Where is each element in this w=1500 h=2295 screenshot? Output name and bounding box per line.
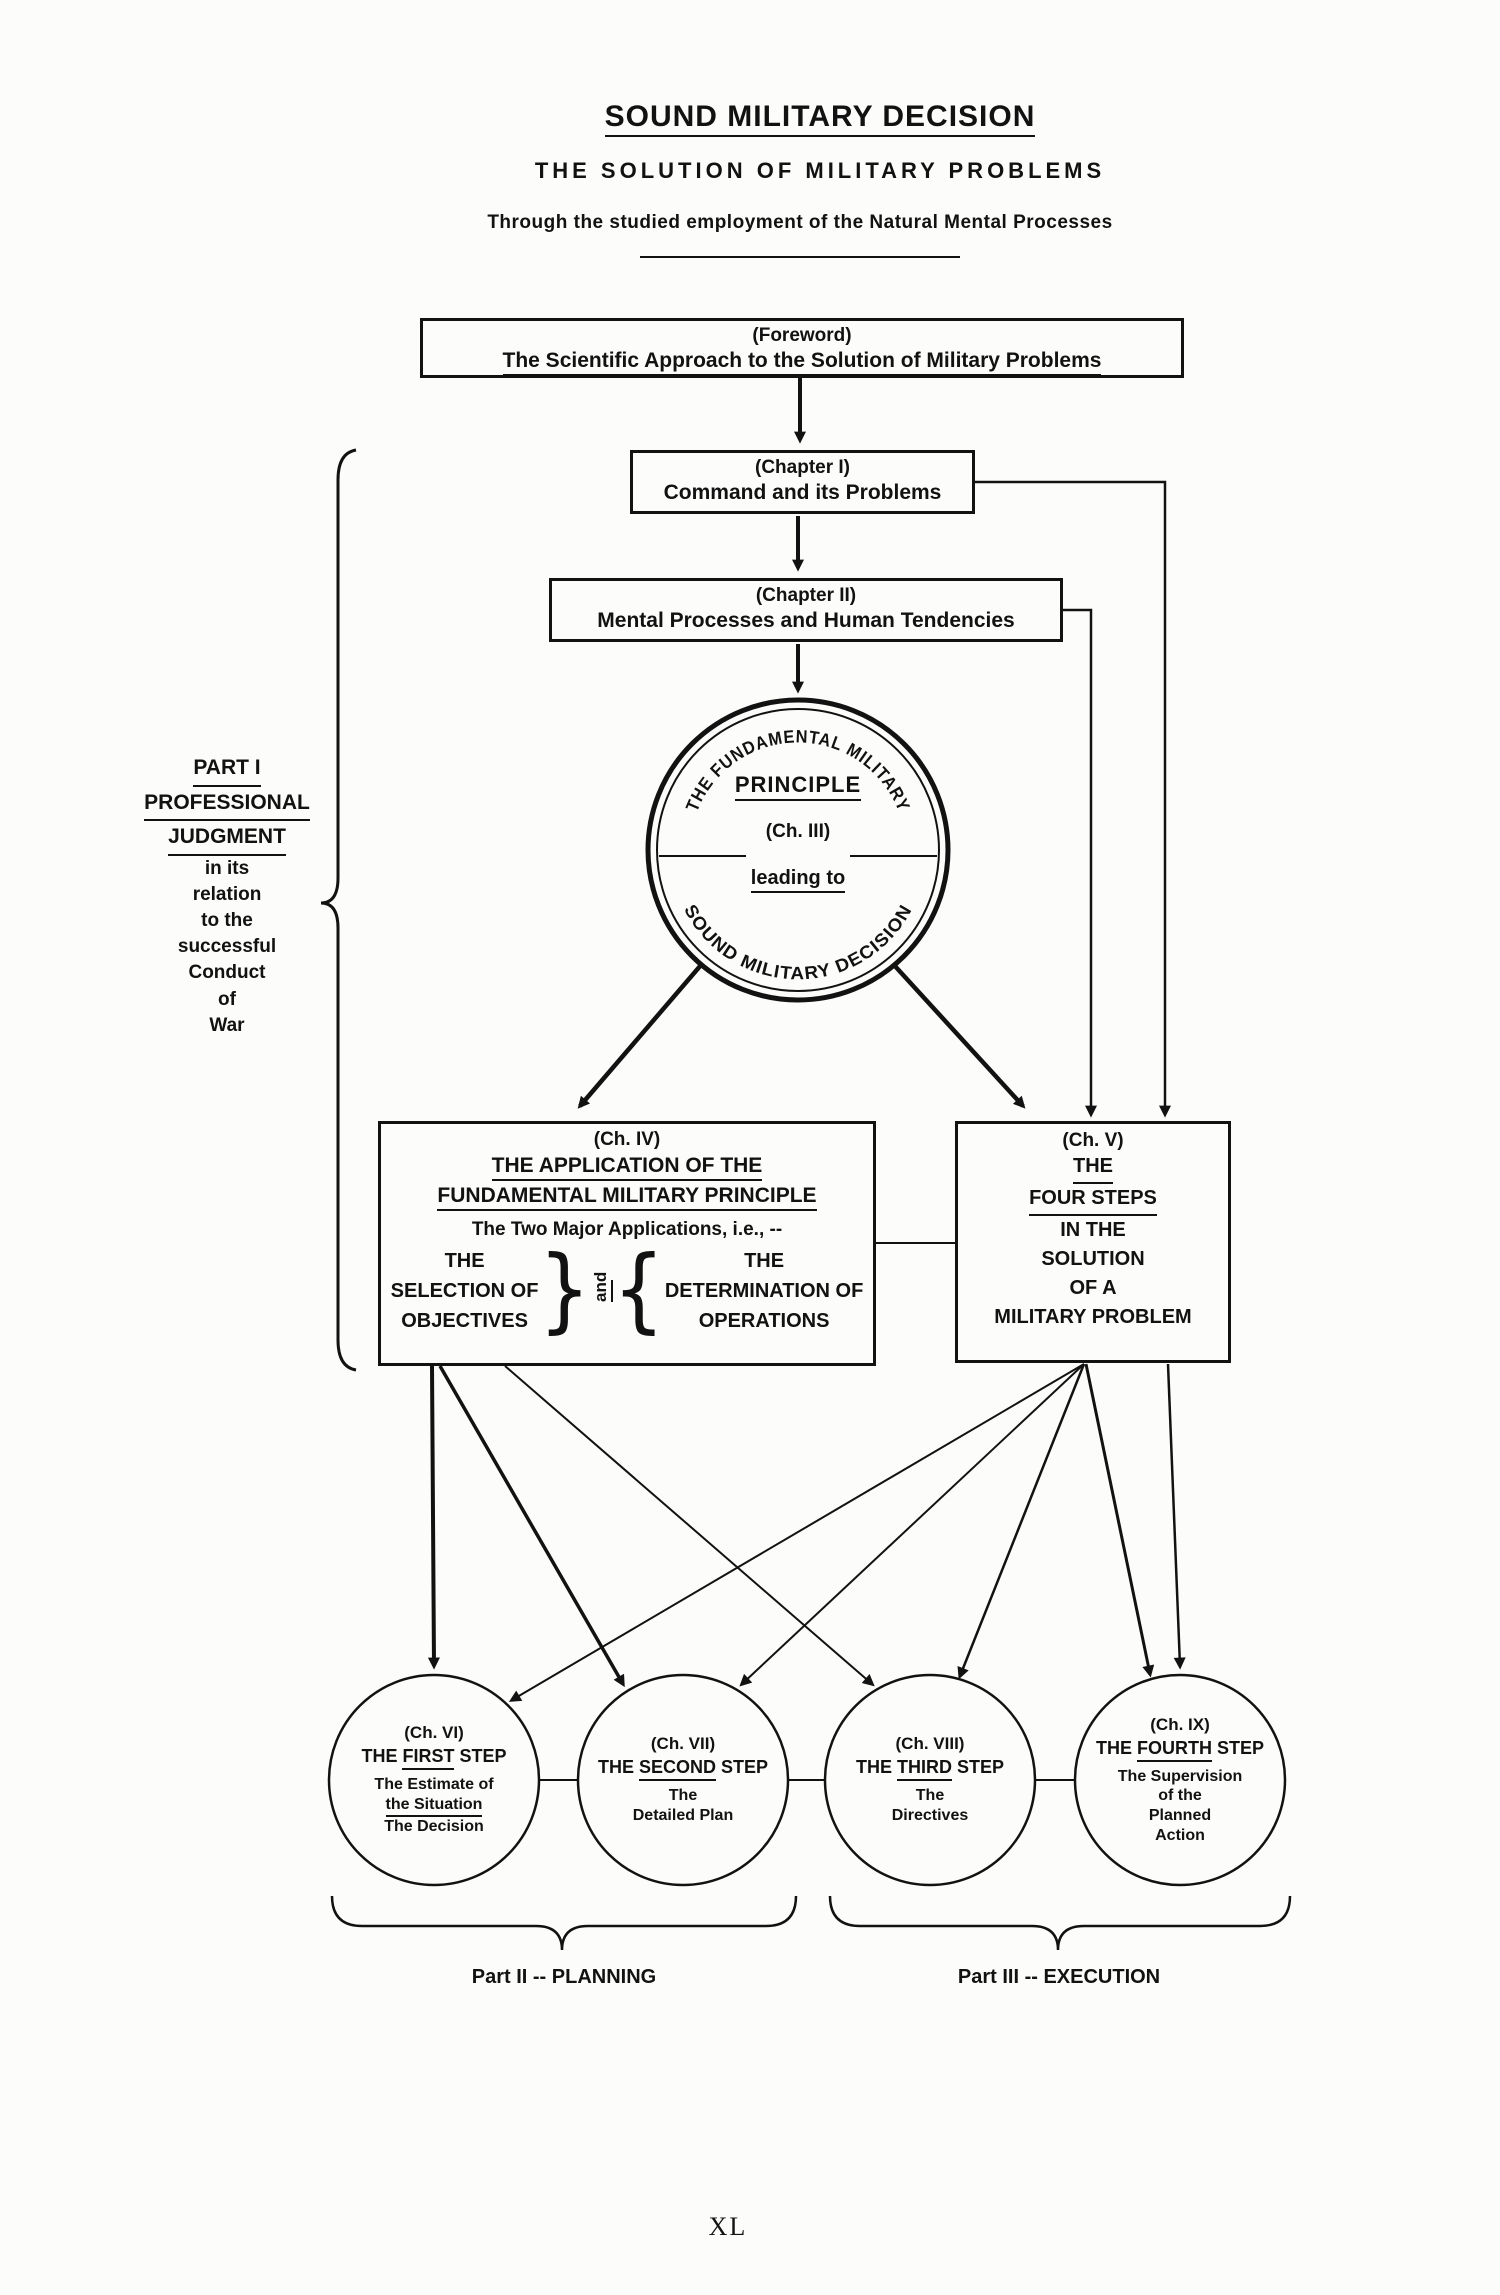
part1-brace (320, 448, 357, 1372)
step3-line: Directives (891, 1807, 969, 1824)
chapter4-box: (Ch. IV) THE APPLICATION OF THE FUNDAMEN… (378, 1121, 876, 1366)
closing-brace-glyph: } (538, 1237, 591, 1344)
chapter5-line: MILITARY PROBLEM (994, 1306, 1192, 1328)
chapter1-box: (Chapter I) Command and its Problems (630, 450, 975, 514)
chapter5-box: (Ch. V) THE FOUR STEPS IN THE SOLUTION O… (955, 1121, 1231, 1363)
part3-execution-label: Part III -- EXECUTION (957, 1966, 1161, 1988)
part1-heading-line3: JUDGMENT (118, 821, 336, 856)
step2-label: (Ch. VII) (650, 1734, 716, 1754)
step4-label: (Ch. IX) (1150, 1714, 1210, 1734)
arrow-ch4-to-step3 (504, 1365, 875, 1687)
chapter3-label: (Ch. III) (765, 821, 831, 842)
part1-text-line: in its (204, 857, 250, 879)
step4-line: Action (1155, 1826, 1205, 1844)
foreword-label: (Foreword) (752, 325, 852, 346)
chapter2-label: (Chapter II) (755, 585, 857, 606)
selection-of-objectives: THE SELECTION OF OBJECTIVES (391, 1246, 539, 1336)
chapter4-title-line2: FUNDAMENTAL MILITARY PRINCIPLE (381, 1184, 873, 1211)
tagline-rule (640, 256, 960, 258)
chapter4-label: (Ch. IV) (593, 1129, 661, 1150)
page-tagline: Through the studied employment of the Na… (487, 212, 1113, 233)
step3-line: The (915, 1787, 945, 1805)
part1-text-line: Conduct (188, 962, 266, 984)
chapter1-title: Command and its Problems (663, 481, 942, 504)
arrow-ch5-to-step4 (1084, 1363, 1155, 1678)
arrow-principle-to-chapter5 (892, 963, 1026, 1109)
determination-line: THE (744, 1250, 785, 1272)
foreword-box: (Foreword) The Scientific Approach to th… (420, 318, 1184, 378)
connector-chapter2-to-chapter5 (1063, 608, 1097, 1118)
arrow-ch5-to-step1 (508, 1363, 1085, 1702)
arrow-ch5-to-step3 (957, 1363, 1086, 1680)
chapter5-line: FOUR STEPS (958, 1184, 1228, 1216)
planning-underbrace (330, 1895, 798, 1951)
chapter4-applications-row: THE SELECTION OF OBJECTIVES } and { THE … (381, 1239, 873, 1342)
step4-line: of the (1158, 1787, 1202, 1805)
step1-line: The Estimate of (374, 1776, 494, 1794)
page-number: XL (708, 2212, 748, 2241)
principle-circle-inner-ring (656, 708, 940, 992)
arrow-principle-to-chapter4 (577, 963, 703, 1109)
arrow-ch4-to-step1 (427, 1365, 440, 1670)
part1-text-line: successful (177, 936, 277, 958)
chapter5-label: (Ch. V) (1062, 1130, 1124, 1151)
connector-chapter1-to-chapter5 (974, 480, 1171, 1118)
principle-circle-outer-ring (645, 697, 951, 1003)
selection-line: THE (444, 1250, 485, 1272)
chapter5-line: THE (958, 1152, 1228, 1184)
step2-line: The (668, 1787, 698, 1805)
chapter5-line: OF A (1069, 1277, 1117, 1299)
determination-line: OPERATIONS (698, 1310, 830, 1332)
selection-line: SELECTION OF (390, 1280, 539, 1302)
selection-line: OBJECTIVES (401, 1310, 528, 1332)
leading-to-text: leading to (658, 867, 938, 893)
part1-text-line: relation (192, 883, 262, 905)
chapter1-label: (Chapter I) (755, 457, 850, 478)
step4-line: Planned (1148, 1807, 1212, 1824)
chapter2-title: Mental Processes and Human Tendencies (597, 609, 1015, 632)
arrow-ch5-right-to-step4 (1166, 1363, 1186, 1670)
part1-text-line: War (209, 1014, 245, 1036)
step3-label: (Ch. VIII) (895, 1734, 965, 1754)
chapter5-line: IN THE (1060, 1219, 1126, 1241)
arrow-ch5-to-step2 (739, 1363, 1085, 1687)
part1-annotation: PART I PROFESSIONAL JUDGMENT in its rela… (118, 752, 336, 1039)
part1-heading-line2: PROFESSIONAL (118, 787, 336, 821)
step1-line: the Situation (385, 1795, 483, 1818)
chapter4-title-line1: THE APPLICATION OF THE (381, 1154, 873, 1181)
principle-title: PRINCIPLE (658, 772, 938, 801)
step1-label: (Ch. VI) (404, 1723, 464, 1743)
foreword-title: The Scientific Approach to the Solution … (423, 349, 1181, 376)
part1-text-line: of (218, 988, 236, 1010)
execution-underbrace (828, 1895, 1292, 1951)
page-subtitle: THE SOLUTION OF MILITARY PROBLEMS (534, 158, 1106, 183)
and-conjunction: and (590, 1272, 613, 1302)
step4-line: The Supervision (1117, 1767, 1243, 1785)
principle-circle-center: PRINCIPLE (Ch. III) leading to (658, 772, 938, 893)
page-title: SOUND MILITARY DECISION (320, 100, 1320, 137)
step2-line: Detailed Plan (632, 1807, 734, 1824)
part1-heading: PART I (118, 752, 336, 787)
chapter4-subtitle: The Two Major Applications, i.e., -- (471, 1219, 783, 1240)
opening-brace-glyph: { (612, 1237, 665, 1344)
chapter5-line: SOLUTION (1041, 1248, 1145, 1270)
part2-planning-label: Part II -- PLANNING (471, 1966, 657, 1988)
step1-line: The Decision (384, 1818, 484, 1836)
arrow-ch4-to-step2 (438, 1365, 625, 1688)
determination-line: DETERMINATION OF (664, 1280, 864, 1302)
part1-text-line: to the (201, 909, 253, 931)
determination-of-operations: THE DETERMINATION OF OPERATIONS (665, 1246, 864, 1336)
chapter2-box: (Chapter II) Mental Processes and Human … (549, 578, 1063, 642)
